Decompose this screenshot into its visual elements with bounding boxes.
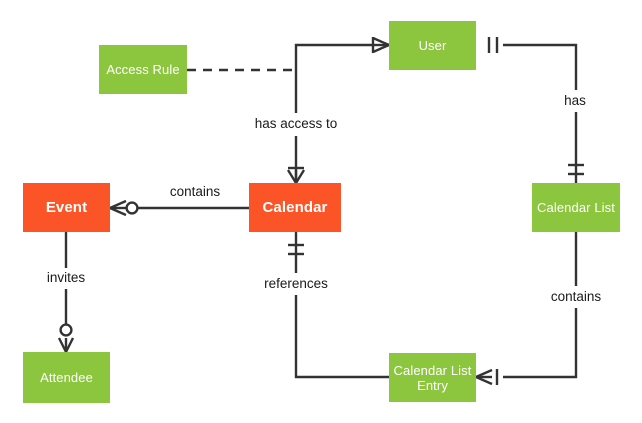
cardinality-user-right-one — [487, 37, 499, 53]
cardinality-calendar-bottom-one — [288, 243, 304, 256]
entity-user[interactable]: User — [389, 21, 476, 70]
entity-access-rule[interactable]: Access Rule — [99, 45, 187, 94]
cardinality-event-zero-many — [109, 199, 139, 217]
entity-label-event: Event — [45, 199, 88, 216]
connector-user-calendar — [294, 43, 373, 113]
cardinality-user-left-one-many — [371, 36, 390, 54]
cardinality-attendee-zero-many — [57, 323, 75, 353]
relationship-label-invites: invites — [43, 270, 89, 286]
relationship-label-has: has — [561, 93, 589, 109]
entity-calendar-list[interactable]: Calendar List — [532, 183, 620, 232]
cardinality-calendarlist-top-one — [568, 163, 584, 176]
entity-label-user: User — [418, 38, 447, 53]
entity-event[interactable]: Event — [23, 183, 110, 232]
connector-calendarlist-entry-lower — [503, 308, 578, 379]
relationship-label-contains-calendarlist-entry: contains — [547, 289, 605, 305]
entity-calendar[interactable]: Calendar — [249, 183, 341, 232]
entity-label-calendar-list-entry: Calendar List Entry — [393, 362, 472, 393]
entity-calendar-list-entry[interactable]: Calendar List Entry — [389, 353, 476, 402]
entity-attendee[interactable]: Attendee — [23, 352, 110, 403]
connector-user-calendarlist — [503, 43, 578, 90]
cardinality-entry-right-one-many — [475, 368, 499, 386]
relationship-label-has-access-to: has access to — [251, 116, 341, 132]
cardinality-calendar-top-one-many — [286, 166, 306, 184]
connector-calendar-entry-lower — [294, 295, 389, 379]
relationship-label-references: references — [261, 276, 331, 292]
relationship-label-contains-calendar-event: contains — [166, 184, 224, 200]
entity-label-calendar: Calendar — [262, 199, 328, 216]
entity-label-attendee: Attendee — [40, 370, 93, 385]
entity-label-calendar-list: Calendar List — [537, 200, 615, 215]
entity-label-access-rule: Access Rule — [106, 62, 180, 77]
